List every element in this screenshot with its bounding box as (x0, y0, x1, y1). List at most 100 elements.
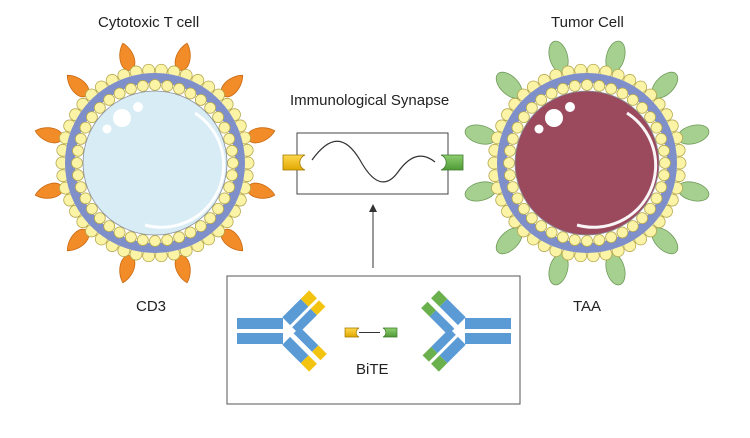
synapse-title: Immunological Synapse (290, 92, 450, 109)
tumor-cell-title: Tumor Cell (551, 14, 624, 31)
lipid-bead (650, 121, 663, 134)
lipid-bead (636, 212, 649, 225)
lipid-bead (568, 80, 581, 92)
lipid-bead (535, 220, 548, 233)
highlight-dot (133, 102, 143, 112)
lipid-bead (218, 192, 231, 205)
lipid-bead (136, 234, 149, 246)
lipid-bead (605, 231, 618, 244)
receptor-icon (174, 42, 191, 71)
receptor-icon (220, 228, 244, 252)
cd3-label: CD3 (136, 298, 167, 315)
lipid-bead (636, 101, 649, 114)
lipid-bead (149, 235, 161, 247)
lipid-bead (581, 79, 593, 91)
receptor-icon (66, 228, 90, 252)
lipid-bead (616, 87, 629, 100)
lipid-bead (79, 192, 92, 205)
receptor-icon (34, 182, 63, 199)
lipid-bead (503, 157, 515, 169)
receptor-icon (119, 255, 136, 284)
lipid-bead (655, 132, 668, 145)
taa-label: TAA (573, 298, 602, 315)
receptor-icon (34, 127, 63, 144)
cell-interior (514, 90, 660, 236)
lipid-bead (545, 226, 558, 239)
lipid-bead (556, 231, 569, 244)
lipid-bead (593, 80, 606, 92)
lipid-bead (650, 192, 663, 205)
green-connector-icon (440, 154, 464, 171)
bite-label: BiTE (356, 361, 389, 378)
membrane-band (497, 73, 677, 253)
lipid-bead (194, 93, 207, 106)
lipid-bead (605, 82, 618, 95)
up-arrow-icon (369, 204, 377, 268)
lipid-bead (218, 121, 231, 134)
lipid-bead (161, 80, 174, 92)
lipid-bead (161, 234, 174, 246)
lipid-bead (616, 226, 629, 239)
lipid-bead (149, 79, 161, 91)
receptor-icon (247, 182, 276, 199)
lipid-bead (136, 80, 149, 92)
highlight-dot (113, 109, 131, 127)
lipid-bead (103, 220, 116, 233)
receptor-icon (220, 74, 244, 98)
lipid-bead (113, 87, 126, 100)
lipid-bead (644, 111, 657, 124)
lipid-bead (659, 157, 671, 169)
highlight-dot (534, 124, 544, 134)
lipid-bead (644, 202, 657, 215)
highlight-arc (576, 111, 658, 229)
lipid-bead (204, 212, 217, 225)
lipid-bead (568, 234, 581, 246)
lipid-bead (226, 169, 238, 182)
lipid-bead (658, 169, 670, 182)
lipid-bead (504, 169, 516, 182)
lipid-bead (506, 181, 519, 194)
yellow-connector-icon (282, 154, 306, 171)
lipid-bead (655, 181, 668, 194)
lipid-bead (227, 157, 239, 169)
lipid-bead (535, 93, 548, 106)
lipid-bead (85, 111, 98, 124)
lipid-bead (113, 226, 126, 239)
lipid-bead (506, 132, 519, 145)
lipid-bead (658, 144, 670, 157)
taa-antibody-icon (421, 290, 511, 372)
lipid-bead (517, 202, 530, 215)
highlight-dot (102, 124, 112, 134)
lipid-bead (556, 82, 569, 95)
lipid-bead (184, 87, 197, 100)
bite-box (226, 275, 521, 405)
lipid-bead (511, 192, 524, 205)
highlight-dot (565, 102, 575, 112)
lipid-bead (124, 82, 137, 95)
lipid-bead (173, 82, 186, 95)
lipid-bead (85, 202, 98, 215)
lipid-bead (72, 144, 84, 157)
lipid-bead (545, 87, 558, 100)
lipid-bead (504, 144, 516, 157)
lipid-bead (74, 132, 87, 145)
lipid-bead (525, 101, 538, 114)
highlight-dot (545, 109, 563, 127)
lipid-bead (204, 101, 217, 114)
lipid-bead (124, 231, 137, 244)
lipid-bead (212, 202, 225, 215)
lipid-bead (103, 93, 116, 106)
bite-molecule-icon (344, 327, 398, 338)
lipid-bead (194, 220, 207, 233)
lipid-bead (93, 212, 106, 225)
lipid-bead (184, 226, 197, 239)
lipid-bead (517, 111, 530, 124)
lipid-bead (593, 234, 606, 246)
lipid-bead (72, 169, 84, 182)
receptor-icon (66, 74, 90, 98)
t-cell-title: Cytotoxic T cell (98, 14, 200, 31)
receptor-icon (247, 127, 276, 144)
cytotoxic-t-cell (34, 42, 276, 284)
